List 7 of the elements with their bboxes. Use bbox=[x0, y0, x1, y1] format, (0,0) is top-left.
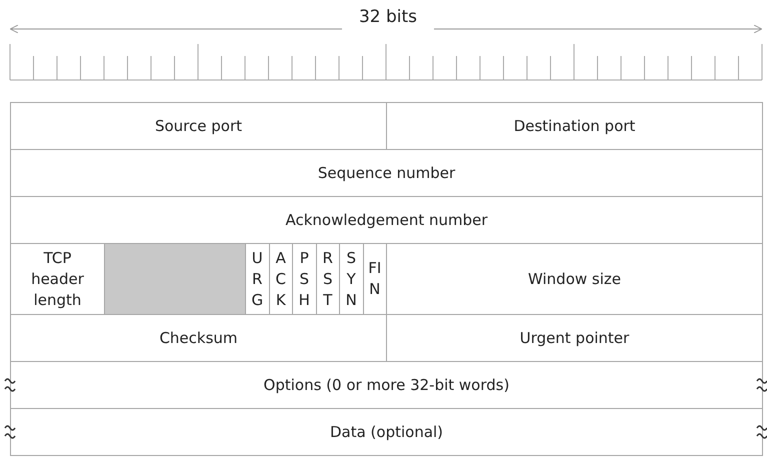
header-field: Acknowledgement number bbox=[10, 196, 763, 244]
header-field: Data (optional) bbox=[10, 408, 763, 456]
header-field: Options (0 or more 32-bit words) bbox=[10, 361, 763, 409]
header-field: Sequence number bbox=[10, 149, 763, 197]
reserved-bits-box bbox=[104, 243, 246, 315]
header-field: Source port bbox=[10, 102, 387, 150]
header-field: Destination port bbox=[386, 102, 763, 150]
